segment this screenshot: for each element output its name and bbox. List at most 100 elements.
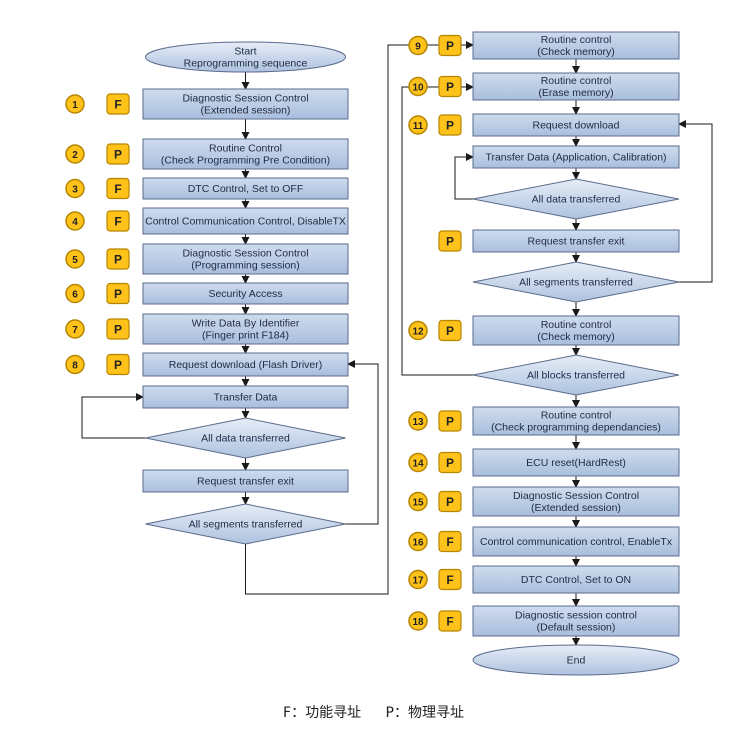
process-step-box [142, 469, 349, 493]
step-number: 1 [72, 100, 78, 111]
step-number: 5 [72, 255, 78, 266]
addressing-type: P [114, 253, 122, 267]
process-step-text: Routine control [541, 410, 612, 422]
step-number: 8 [72, 361, 78, 372]
process-step-text: Diagnostic Session Control [182, 248, 308, 260]
step-number-badge [408, 569, 428, 590]
addressing-type: F [446, 615, 453, 629]
process-step-box [472, 229, 680, 253]
addressing-type: P [446, 456, 454, 470]
step-number: 11 [413, 121, 424, 132]
step-number-badge [408, 115, 428, 135]
process-step-box [142, 177, 349, 200]
addressing-badge [438, 568, 462, 591]
step-number-badge [408, 411, 428, 431]
process-step-box [472, 72, 680, 101]
addressing-type: F [114, 215, 121, 229]
connector-line [401, 83, 474, 376]
step-number: 13 [412, 417, 424, 428]
addressing-badge [438, 319, 462, 342]
process-step-text: DTC Control, Set to OFF [188, 183, 304, 195]
addressing-badge [438, 530, 462, 553]
process-step-text: Control Communication Control, DisableTX [145, 216, 346, 228]
process-step-text: (Check memory) [537, 331, 615, 343]
process-step-box [142, 313, 349, 345]
addressing-type: P [446, 39, 454, 53]
addressing-badge [106, 93, 130, 115]
step-number: 14 [412, 459, 424, 470]
process-step-text: Routine control [541, 319, 612, 331]
process-step-box [142, 352, 349, 377]
end-terminal-text: End [567, 655, 586, 667]
addressing-type: P [114, 358, 122, 372]
connector-line [345, 360, 379, 525]
process-step-text: Diagnostic session control [515, 610, 637, 622]
process-step-text: Security Access [208, 288, 282, 300]
process-step-box [142, 207, 349, 235]
step-number-badge [65, 249, 85, 269]
end-terminal [472, 644, 680, 676]
process-step-box [472, 565, 680, 594]
addressing-badge [438, 34, 462, 57]
process-step-box [472, 486, 680, 517]
step-number: 17 [412, 576, 424, 587]
process-step-text: Routine control [541, 75, 612, 87]
step-number-badge [408, 491, 428, 512]
process-step-text: DTC Control, Set to ON [521, 574, 631, 586]
addressing-badge [106, 143, 130, 165]
process-step-text: Routine control [541, 34, 612, 46]
step-number-badge [408, 531, 428, 552]
start-terminal [145, 41, 346, 73]
step-number-badge [408, 320, 428, 341]
addressing-badge [106, 282, 130, 305]
process-step-text: (Extended session) [201, 105, 291, 117]
decision-label: All data transferred [201, 433, 290, 445]
step-number: 7 [72, 325, 78, 336]
process-step-box [472, 315, 680, 346]
addressing-type: F [114, 98, 121, 112]
decision-diamond [472, 178, 680, 220]
process-step-text: (Check memory) [537, 46, 615, 58]
process-step-text: Diagnostic Session Control [182, 93, 308, 105]
addressing-type: P [446, 80, 454, 94]
process-step-box [472, 113, 680, 137]
process-step-box [472, 145, 680, 169]
decision-diamond [145, 417, 346, 459]
step-number: 3 [72, 185, 78, 196]
decision-diamond [472, 354, 680, 396]
process-step-text: (Check programming dependancies) [491, 422, 661, 434]
step-number: 16 [412, 538, 424, 549]
process-step-text: Transfer Data [214, 392, 278, 404]
decision-label: All segments transferred [189, 519, 303, 531]
addressing-badge [438, 114, 462, 136]
start-terminal-text: Start [234, 46, 256, 58]
step-number-badge [408, 76, 428, 97]
process-step-text: (Extended session) [531, 502, 621, 514]
step-number-badge [65, 94, 85, 114]
step-number-badge [408, 611, 428, 631]
step-number-badge [65, 144, 85, 164]
step-number: 2 [72, 150, 78, 161]
decision-label: All data transferred [532, 194, 621, 206]
addressing-badge [438, 75, 462, 98]
step-number: 9 [415, 42, 421, 53]
addressing-type: P [446, 495, 454, 509]
addressing-badge [106, 210, 130, 232]
addressing-type: P [446, 235, 454, 249]
process-step-text: ECU reset(HardRest) [526, 457, 626, 469]
decision-label: All blocks transferred [527, 370, 625, 382]
addressing-badge [106, 177, 130, 200]
addressing-type: F [114, 182, 121, 196]
process-step-box [142, 243, 349, 275]
process-step-text: Request download (Flash Driver) [169, 359, 322, 371]
process-step-text: Diagnostic Session Control [513, 490, 639, 502]
decision-diamond [145, 503, 346, 545]
step-number: 18 [412, 617, 424, 628]
process-step-text: Request transfer exit [528, 236, 625, 248]
process-step-text: Write Data By Identifier [192, 318, 300, 330]
step-number-badge [65, 319, 85, 339]
step-number: 6 [72, 290, 78, 301]
addressing-badge [438, 610, 462, 632]
